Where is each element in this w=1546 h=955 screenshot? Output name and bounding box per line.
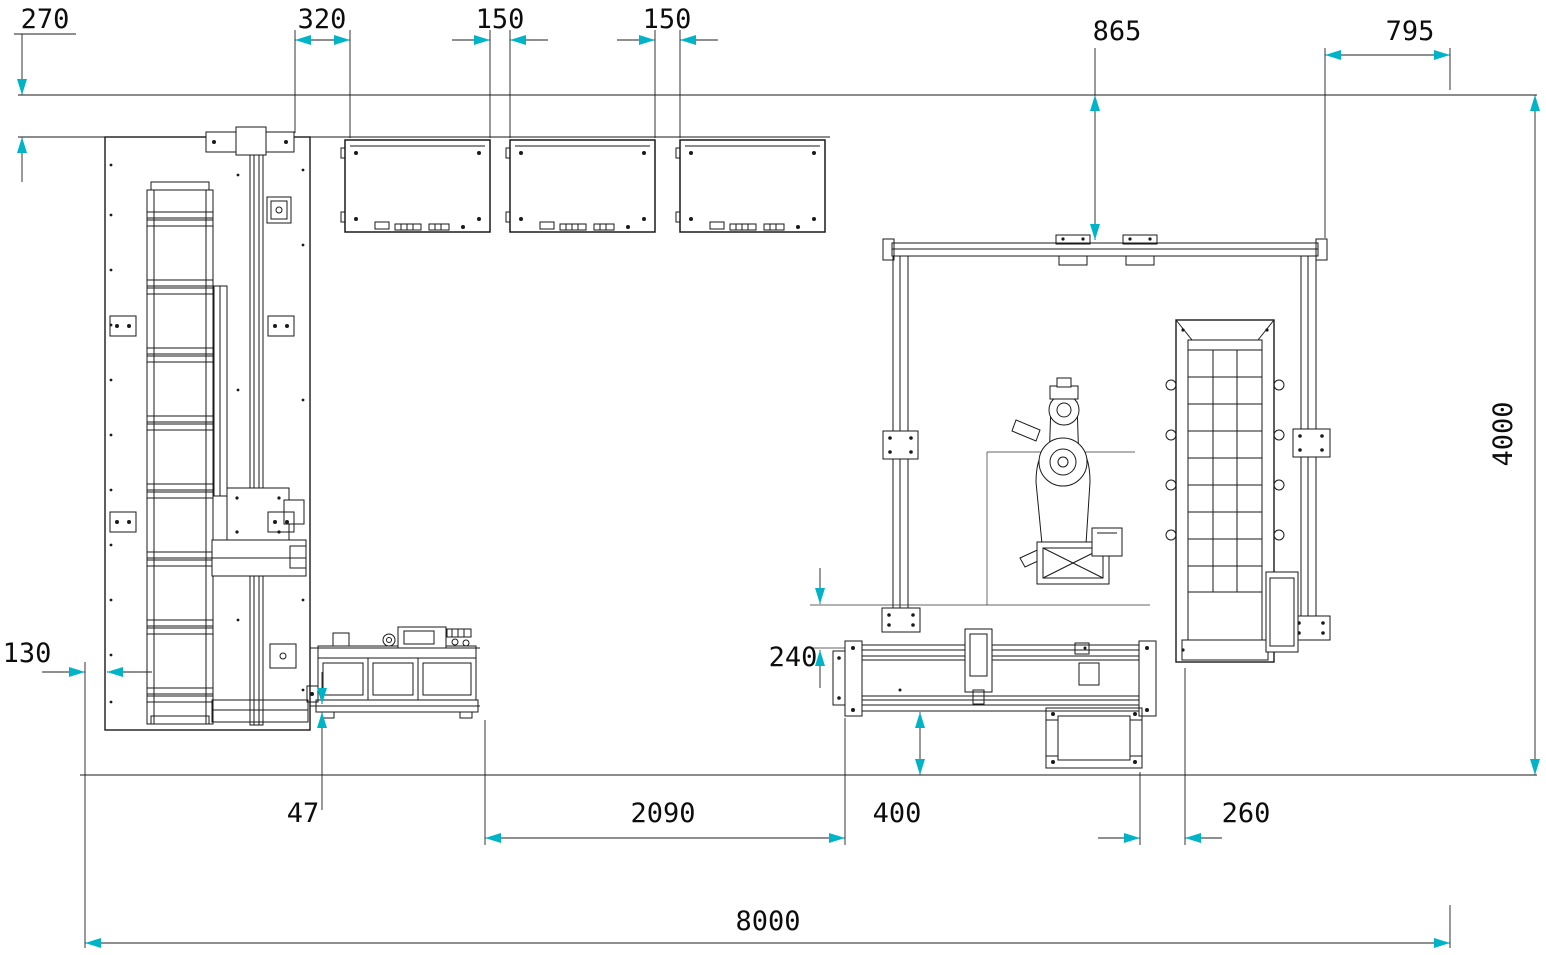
mounting-pad <box>109 511 137 533</box>
dimension-400: 400 <box>873 712 925 829</box>
dimension-150-a: 150 <box>452 4 548 138</box>
dimension-260: 260 <box>1098 668 1270 845</box>
dimension-150-b-label: 150 <box>643 4 692 35</box>
robot-flange <box>1049 385 1079 400</box>
side-roller <box>1165 529 1177 541</box>
dimension-260-label: 260 <box>1222 798 1271 829</box>
dimension-150-b: 150 <box>617 4 718 138</box>
mounting-pad <box>267 315 295 337</box>
dimension-47: 47 <box>287 672 327 829</box>
carriage <box>211 487 307 577</box>
rail-motor <box>266 196 292 224</box>
sensor-box <box>269 643 297 669</box>
conveyor-left-end <box>844 640 863 717</box>
dimension-270-label: 270 <box>21 4 70 35</box>
dimension-865-label: 865 <box>1093 16 1142 47</box>
robot-gripper-upper <box>1011 419 1041 442</box>
side-roller <box>1273 429 1285 441</box>
dimension-150-a-label: 150 <box>476 4 525 35</box>
side-roller <box>1273 479 1285 491</box>
rack-side-unit <box>1265 571 1299 653</box>
control-cabinet-2 <box>505 139 656 233</box>
conveyor-bracket <box>832 650 846 706</box>
dimension-4000: 4000 <box>1488 95 1540 775</box>
dimension-130-label: 130 <box>3 638 52 669</box>
side-roller <box>1165 379 1177 391</box>
side-roller <box>1273 379 1285 391</box>
station-display <box>397 626 447 649</box>
side-roller <box>1165 479 1177 491</box>
conveyor-center-tower <box>964 628 993 693</box>
dimension-130: 130 <box>3 638 152 948</box>
dimension-795-label: 795 <box>1386 16 1435 47</box>
side-roller <box>1273 529 1285 541</box>
dimension-240: 240 <box>769 568 825 688</box>
conveyor-right-end <box>1138 640 1157 717</box>
robot-arm <box>1011 377 1123 585</box>
side-roller <box>1165 429 1177 441</box>
dimension-2090-label: 2090 <box>630 798 695 829</box>
dimension-8000: 8000 <box>85 905 1451 948</box>
dimension-865: 865 <box>1090 16 1142 240</box>
pallet-rack <box>1165 319 1299 663</box>
dimension-320-label: 320 <box>298 4 347 35</box>
dimension-47-label: 47 <box>287 798 320 829</box>
left-storage-machine <box>104 126 311 731</box>
ladder-conveyor <box>146 181 214 725</box>
robot-shoulder <box>1038 437 1088 487</box>
mounting-pad <box>109 315 137 337</box>
dimension-4000-label: 4000 <box>1488 401 1519 466</box>
control-cabinet-3 <box>675 139 826 233</box>
dimension-400-label: 400 <box>873 798 922 829</box>
dimension-8000-label: 8000 <box>735 906 800 937</box>
dimension-2090: 2090 <box>484 718 846 845</box>
dimension-320: 320 <box>294 4 351 138</box>
linear-rail <box>205 126 295 726</box>
dimension-270: 270 <box>14 4 76 182</box>
dimension-795: 795 <box>1324 16 1451 238</box>
test-station <box>306 626 480 719</box>
bottom-bracket <box>211 699 309 723</box>
conveyor-component <box>1078 662 1100 686</box>
robot-junction-box <box>1091 527 1123 557</box>
transfer-conveyor <box>832 628 1157 769</box>
dimension-240-label: 240 <box>769 642 818 673</box>
control-cabinet-1 <box>340 139 491 233</box>
station-component <box>332 632 350 647</box>
lift-table <box>1045 707 1143 769</box>
conveyor-component <box>1074 642 1090 655</box>
control-cabinets <box>340 139 826 233</box>
